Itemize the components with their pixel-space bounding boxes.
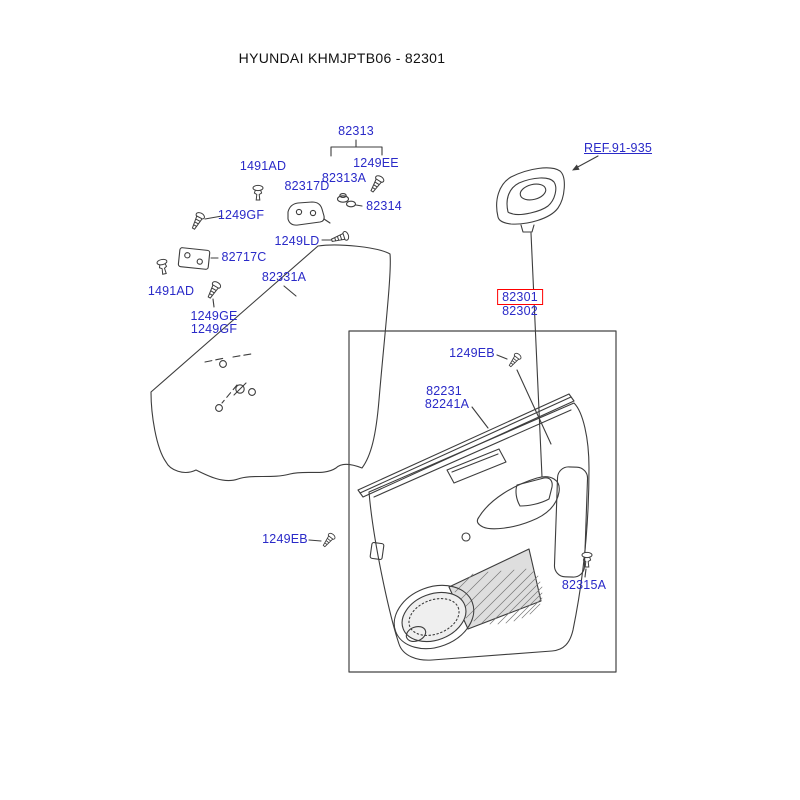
part-label-1249EE[interactable]: 1249EE bbox=[353, 156, 399, 170]
part-label-1249GE[interactable]: 1249GE bbox=[190, 309, 238, 323]
part-label-82231[interactable]: 82231 bbox=[426, 384, 462, 398]
part-label-82317D[interactable]: 82317D bbox=[284, 179, 330, 193]
part-label-82331A[interactable]: 82331A bbox=[261, 270, 307, 284]
part-label-1249GF-b[interactable]: 1249GF bbox=[190, 322, 238, 336]
part-label-1249GF-a[interactable]: 1249GF bbox=[217, 208, 265, 222]
part-label-82717C[interactable]: 82717C bbox=[221, 250, 267, 264]
part-label-82241A[interactable]: 82241A bbox=[424, 397, 470, 411]
part-label-1491AD-a[interactable]: 1491AD bbox=[239, 159, 287, 173]
part-label-1249EB-a[interactable]: 1249EB bbox=[449, 346, 495, 360]
part-label-1249EB-b[interactable]: 1249EB bbox=[262, 532, 308, 546]
part-label-82313[interactable]: 82313 bbox=[338, 124, 374, 138]
part-label-82313A[interactable]: 82313A bbox=[321, 171, 367, 185]
part-label-1249LD[interactable]: 1249LD bbox=[274, 234, 320, 248]
part-label-82302[interactable]: 82302 bbox=[502, 304, 538, 318]
part-label-1491AD-b[interactable]: 1491AD bbox=[147, 284, 195, 298]
part-label-82315A[interactable]: 82315A bbox=[561, 578, 607, 592]
part-label-82301-highlighted[interactable]: 82301 bbox=[497, 289, 543, 305]
ref-callout-91-935[interactable]: REF.91-935 bbox=[583, 141, 653, 155]
part-label-82314[interactable]: 82314 bbox=[366, 199, 402, 213]
diagram-title: HYUNDAI KHMJPTB06 - 82301 bbox=[238, 50, 446, 66]
